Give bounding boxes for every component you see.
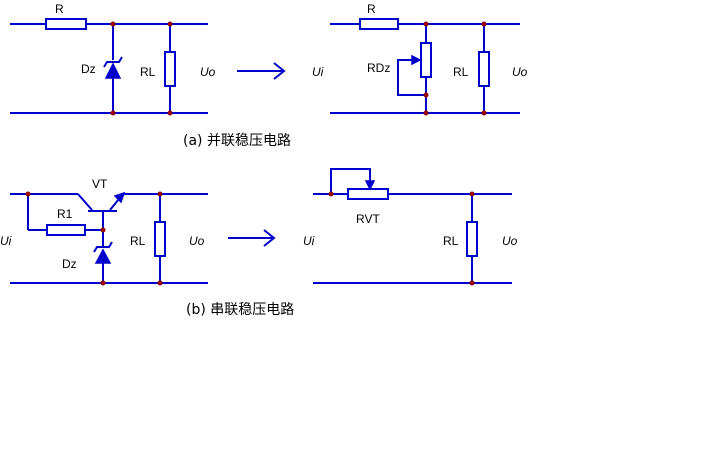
node-dot [167,110,173,116]
label-dz: Dz [81,62,96,76]
label-rl: RL [453,65,469,79]
circuit-a-right: Ui R RDz RL Uo [312,2,528,116]
node-dot [469,191,475,197]
label-vt: VT [92,177,108,191]
label-rdz: RDz [367,61,390,75]
node-dot [110,21,116,27]
node-dot [110,110,116,116]
node-dot [481,110,487,116]
resistor-rvt [347,188,389,200]
wiper-wire [330,168,371,194]
node-dot [469,280,475,286]
resistor-rl [478,51,490,87]
node-dot [157,191,163,197]
node-dot [100,280,106,286]
node-dot [25,191,31,197]
circuit-b-right: RVT Ui RL Uo [303,168,518,286]
emitter-arrow-icon [113,191,126,204]
resistor-rl [154,221,166,257]
resistor-r [45,18,87,30]
label-ui: Ui [0,234,12,248]
caption-a: (a) 并联稳压电路 [183,133,291,149]
node-dot [167,21,173,27]
node-dot [423,92,429,98]
caption-b: (b) 串联稳压电路 [186,302,294,318]
zener-diode-dz [104,62,122,79]
arrow-right-icon [237,62,286,80]
label-uo: Uo [189,234,205,248]
resistor-rl [466,221,478,257]
zener-bar [103,56,123,68]
label-r: R [367,2,376,16]
resistor-rdz [420,42,432,78]
label-rl: RL [140,65,156,79]
node-dot [328,191,334,197]
label-r: R [55,2,64,16]
arrow-right-icon [228,229,276,247]
zener-bar [93,241,113,253]
label-ui: Ui [312,65,324,79]
label-ui: Ui [303,234,315,248]
wiper-arrow-icon [364,180,376,191]
node-dot [100,227,106,233]
label-rl: RL [443,234,459,248]
label-r1: R1 [57,207,73,221]
circuit-a-left: R Dz RL Uo [10,2,216,116]
label-rvt: RVT [356,212,380,226]
label-rl: RL [130,234,146,248]
node-dot [423,21,429,27]
circuit-b-left: VT Ui R1 Dz RL Uo [0,177,208,286]
wiper-arrow-icon [411,54,422,66]
resistor-r1 [46,224,86,236]
label-uo: Uo [512,65,528,79]
zener-diode-dz [94,248,112,264]
transistor-collector [77,193,93,211]
label-dz: Dz [62,257,77,271]
node-dot [157,280,163,286]
resistor-r [359,18,399,30]
wiper-wire [397,59,426,96]
label-uo: Uo [502,234,518,248]
node-dot [481,21,487,27]
label-uo: Uo [200,65,216,79]
node-dot [423,110,429,116]
resistor-rl [164,51,176,87]
